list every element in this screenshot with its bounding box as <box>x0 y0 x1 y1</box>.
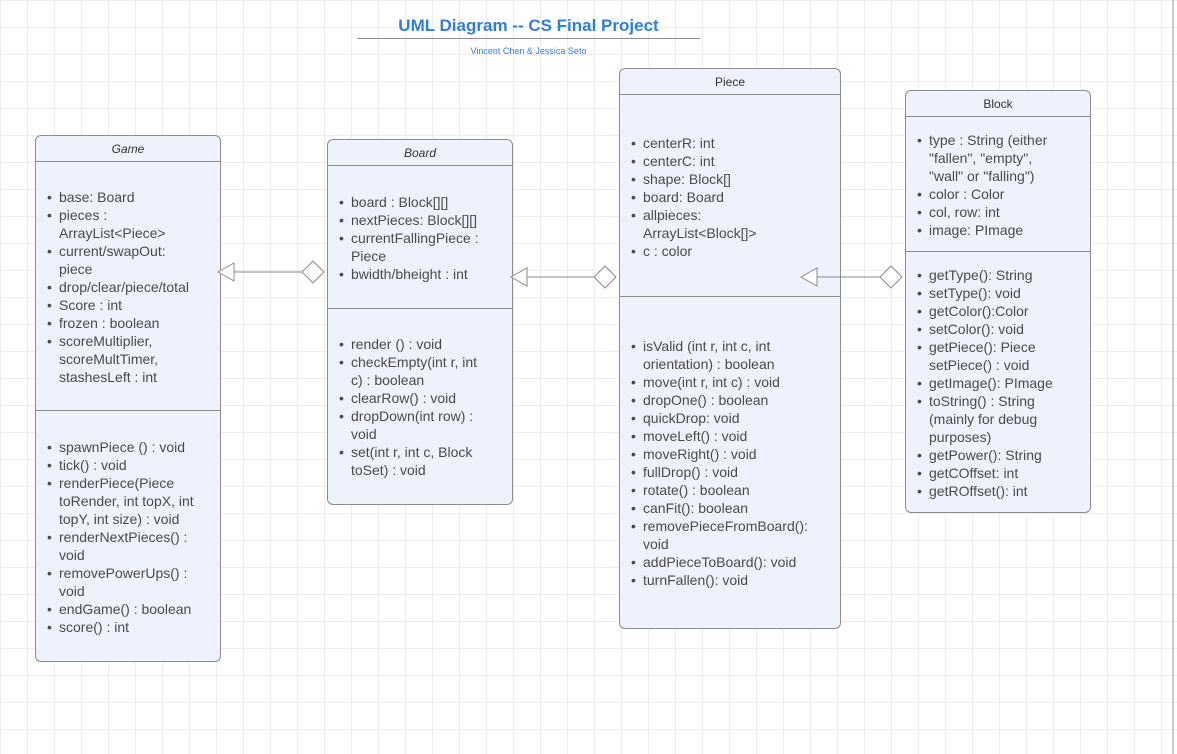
method-item: setColor(): void <box>917 320 1089 338</box>
class-name: Board <box>328 140 512 166</box>
class-piece[interactable]: Piece centerR: intcenterC: intshape: Blo… <box>619 68 841 629</box>
attribute-item: color : Color <box>917 185 1089 203</box>
class-name: Piece <box>620 69 840 95</box>
class-board[interactable]: Board board : Block[][]nextPieces: Block… <box>327 139 513 505</box>
attribute-item: nextPieces: Block[][] <box>339 211 511 229</box>
attribute-item: board : Block[][] <box>339 193 511 211</box>
aggregation-board-to-game <box>216 260 325 284</box>
section-divider <box>36 410 220 411</box>
attribute-item: image: PImage <box>917 221 1089 239</box>
attributes-list: centerR: intcenterC: intshape: Block[]bo… <box>631 134 839 260</box>
attribute-item: currentFallingPiece : Piece <box>339 229 511 265</box>
class-game[interactable]: Game base: Boardpieces : ArrayList<Piece… <box>35 135 221 662</box>
method-item: fullDrop() : void <box>631 463 839 481</box>
method-item: getCOffset: int <box>917 464 1089 482</box>
method-item: getPiece(): Piece setPiece() : void <box>917 338 1089 374</box>
attribute-item: board: Board <box>631 188 839 206</box>
attributes-list: board : Block[][]nextPieces: Block[][]cu… <box>339 193 511 283</box>
attributes-list: base: Boardpieces : ArrayList<Piece>curr… <box>47 188 217 386</box>
section-divider <box>620 296 840 297</box>
method-item: toString() : String (mainly for debug pu… <box>917 392 1089 446</box>
method-item: checkEmpty(int r, int c) : boolean <box>339 353 511 389</box>
method-item: getROffset(): int <box>917 482 1089 500</box>
method-item: endGame() : boolean <box>47 600 217 618</box>
diagram-subtitle: Vincent Chen & Jessica Seto <box>470 46 587 56</box>
method-item: getImage(): PImage <box>917 374 1089 392</box>
method-item: moveRight() : void <box>631 445 839 463</box>
method-item: spawnPiece () : void <box>47 438 217 456</box>
attributes-list: type : String (either "fallen", "empty",… <box>917 131 1089 239</box>
attribute-item: drop/clear/piece/total <box>47 278 217 296</box>
method-item: tick() : void <box>47 456 217 474</box>
methods-list: isValid (int r, int c, int orientation) … <box>631 337 839 589</box>
method-item: turnFallen(): void <box>631 571 839 589</box>
attribute-item: allpieces: ArrayList<Block[]> <box>631 206 839 242</box>
method-item: getType(): String <box>917 266 1089 284</box>
attribute-item: col, row: int <box>917 203 1089 221</box>
class-name: Block <box>906 91 1090 117</box>
diagram-title: UML Diagram -- CS Final Project <box>357 16 700 39</box>
attribute-item: bwidth/bheight : int <box>339 265 511 283</box>
page-edge-rule <box>1172 0 1174 754</box>
attribute-item: frozen : boolean <box>47 314 217 332</box>
method-item: getColor():Color <box>917 302 1089 320</box>
method-item: removePieceFromBoard(): void <box>631 517 839 553</box>
attribute-item: c : color <box>631 242 839 260</box>
method-item: score() : int <box>47 618 217 636</box>
method-item: setType(): void <box>917 284 1089 302</box>
method-item: clearRow() : void <box>339 389 511 407</box>
class-block[interactable]: Block type : String (either "fallen", "e… <box>905 90 1091 513</box>
method-item: dropOne() : boolean <box>631 391 839 409</box>
attribute-item: scoreMultiplier, scoreMultTimer, stashes… <box>47 332 217 386</box>
section-divider <box>328 308 512 309</box>
attribute-item: centerR: int <box>631 134 839 152</box>
method-item: renderPiece(Piece toRender, int topX, in… <box>47 474 217 528</box>
methods-list: spawnPiece () : voidtick() : voidrenderP… <box>47 438 217 636</box>
method-item: getPower(): String <box>917 446 1089 464</box>
attribute-item: centerC: int <box>631 152 839 170</box>
method-item: set(int r, int c, Block toSet) : void <box>339 443 511 479</box>
method-item: quickDrop: void <box>631 409 839 427</box>
method-item: renderNextPieces() : void <box>47 528 217 564</box>
method-item: dropDown(int row) : void <box>339 407 511 443</box>
attribute-item: current/swapOut: piece <box>47 242 217 278</box>
method-item: addPieceToBoard(): void <box>631 553 839 571</box>
methods-list: getType(): StringsetType(): voidgetColor… <box>917 266 1089 500</box>
methods-list: render () : voidcheckEmpty(int r, int c)… <box>339 335 511 479</box>
aggregation-piece-to-board <box>509 265 617 289</box>
attribute-item: Score : int <box>47 296 217 314</box>
class-name: Game <box>36 136 220 162</box>
method-item: isValid (int r, int c, int orientation) … <box>631 337 839 373</box>
method-item: render () : void <box>339 335 511 353</box>
method-item: removePowerUps() : void <box>47 564 217 600</box>
section-divider <box>906 251 1090 252</box>
attribute-item: shape: Block[] <box>631 170 839 188</box>
attribute-item: pieces : ArrayList<Piece> <box>47 206 217 242</box>
method-item: canFit(): boolean <box>631 499 839 517</box>
method-item: rotate() : boolean <box>631 481 839 499</box>
attribute-item: type : String (either "fallen", "empty",… <box>917 131 1089 185</box>
method-item: moveLeft() : void <box>631 427 839 445</box>
attribute-item: base: Board <box>47 188 217 206</box>
method-item: move(int r, int c) : void <box>631 373 839 391</box>
